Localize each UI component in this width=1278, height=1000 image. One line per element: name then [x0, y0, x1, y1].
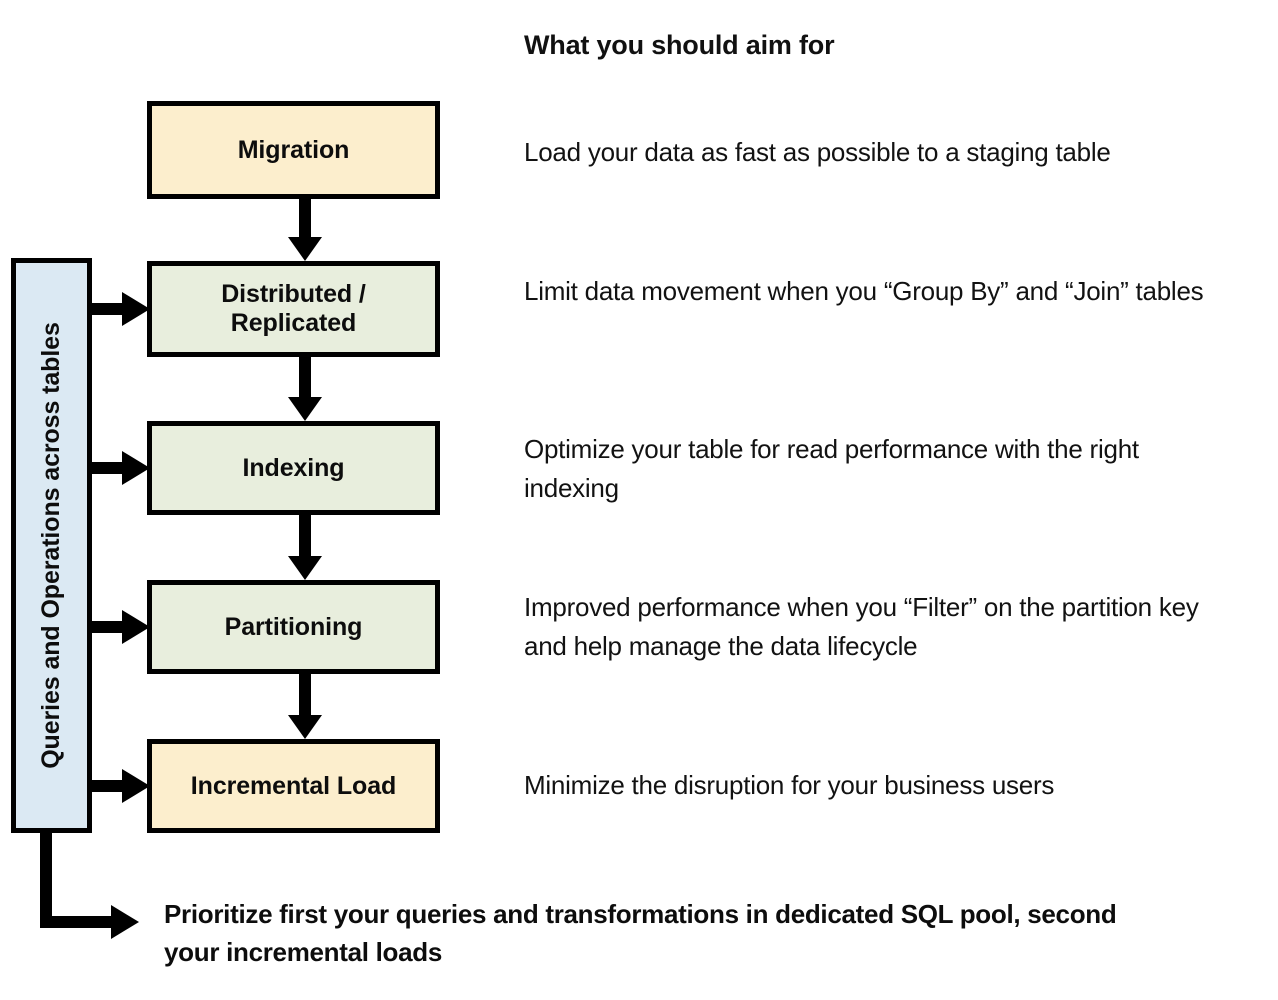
arrow-indexing-to-partitioning: [288, 515, 322, 580]
arrow-shaft: [299, 515, 311, 558]
stage-label: Partitioning: [224, 612, 363, 641]
stage-label: Migration: [237, 135, 350, 164]
arrow-shaft: [88, 780, 126, 792]
description-distributed-replicated: Limit data movement when you “Group By” …: [524, 276, 1204, 306]
stage-box-distributed-replicated[interactable]: Distributed / Replicated: [147, 261, 440, 357]
arrow-shaft: [299, 199, 311, 239]
sidebar-queries-operations: Queries and Operations across tables: [11, 258, 92, 833]
arrow-sidebar-to-incremental-load: [88, 769, 150, 803]
arrow-distributed-to-indexing: [288, 357, 322, 421]
stage-label: Distributed / Replicated: [221, 280, 366, 338]
arrow-sidebar-to-partitioning: [88, 610, 150, 644]
stage-box-incremental-load[interactable]: Incremental Load: [147, 739, 440, 833]
arrow-head-icon: [122, 769, 150, 803]
arrow-sidebar-to-indexing: [88, 451, 150, 485]
arrow-head-icon: [288, 556, 322, 580]
stage-label: Indexing: [242, 453, 345, 482]
description-migration: Load your data as fast as possible to a …: [524, 137, 1111, 167]
stage-label-line-1: Distributed /: [221, 280, 366, 308]
arrow-horizontal-segment: [40, 916, 115, 928]
arrow-head-icon: [111, 905, 139, 939]
sidebar-label: Queries and Operations across tables: [37, 322, 66, 769]
arrow-head-icon: [122, 292, 150, 326]
arrow-head-icon: [288, 397, 322, 421]
footnote-callout: Prioritize first your queries and transf…: [164, 899, 1117, 967]
arrow-shaft: [88, 621, 126, 633]
stage-label: Incremental Load: [190, 771, 397, 800]
description-indexing: Optimize your table for read performance…: [524, 434, 1139, 503]
arrow-vertical-segment: [40, 828, 52, 928]
arrow-shaft: [88, 303, 126, 315]
arrow-head-icon: [122, 610, 150, 644]
arrow-head-icon: [122, 451, 150, 485]
arrow-sidebar-to-footnote: [40, 828, 160, 940]
page-title: What you should aim for: [524, 30, 835, 60]
arrow-head-icon: [288, 715, 322, 739]
stage-box-indexing[interactable]: Indexing: [147, 421, 440, 515]
arrow-migration-to-distributed: [288, 199, 322, 261]
stage-box-partitioning[interactable]: Partitioning: [147, 580, 440, 674]
description-partitioning: Improved performance when you “Filter” o…: [524, 592, 1199, 661]
description-incremental-load: Minimize the disruption for your busines…: [524, 770, 1055, 800]
stage-label-line-2: Replicated: [230, 309, 357, 337]
arrow-sidebar-to-distributed: [88, 292, 150, 326]
stage-box-migration[interactable]: Migration: [147, 101, 440, 199]
arrow-head-icon: [288, 237, 322, 261]
arrow-shaft: [299, 674, 311, 717]
arrow-partitioning-to-incremental-load: [288, 674, 322, 739]
arrow-shaft: [299, 357, 311, 399]
arrow-shaft: [88, 462, 126, 474]
